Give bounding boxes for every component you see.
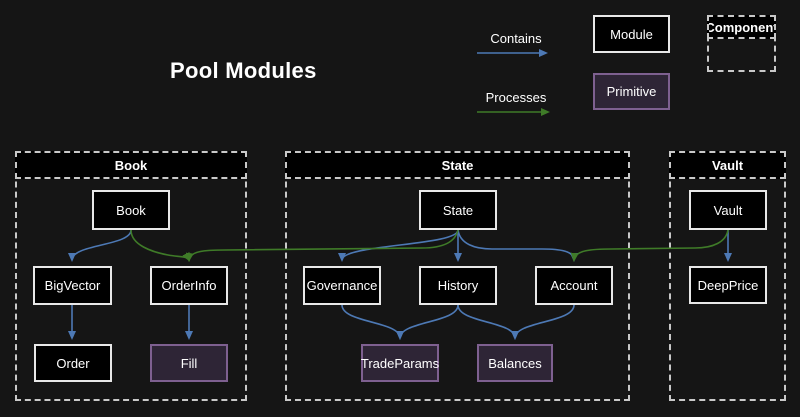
container-vault: Vault (669, 151, 786, 401)
node-fill: Fill (150, 344, 228, 382)
node-governance: Governance (303, 266, 381, 305)
container-state-title: State (441, 157, 474, 173)
container-vault-title: Vault (711, 157, 744, 173)
page-title: Pool Modules (170, 58, 317, 83)
node-history: History (419, 266, 497, 305)
container-book-title: Book (114, 157, 148, 173)
node-tradeparams: TradeParams (361, 344, 439, 382)
legend-component-label: Component (707, 15, 776, 39)
legend-module-box: Module (593, 15, 670, 53)
node-state: State (419, 190, 497, 230)
node-orderinfo: OrderInfo (150, 266, 228, 305)
container-vault-header: Vault (669, 151, 786, 179)
container-state-header: State (285, 151, 630, 179)
node-bigvector: BigVector (33, 266, 112, 305)
legend-component-box: Component (707, 15, 776, 72)
node-account: Account (535, 266, 613, 305)
node-balances: Balances (477, 344, 553, 382)
node-vault: Vault (689, 190, 767, 230)
legend-processes-label: Processes (485, 89, 547, 105)
container-state: State (285, 151, 630, 401)
legend-contains-label: Contains (490, 30, 542, 46)
container-book: Book (15, 151, 247, 401)
node-deepprice: DeepPrice (689, 266, 767, 304)
node-book: Book (92, 190, 170, 230)
container-book-header: Book (15, 151, 247, 179)
legend-primitive-box: Primitive (593, 73, 670, 110)
node-order: Order (34, 344, 112, 382)
